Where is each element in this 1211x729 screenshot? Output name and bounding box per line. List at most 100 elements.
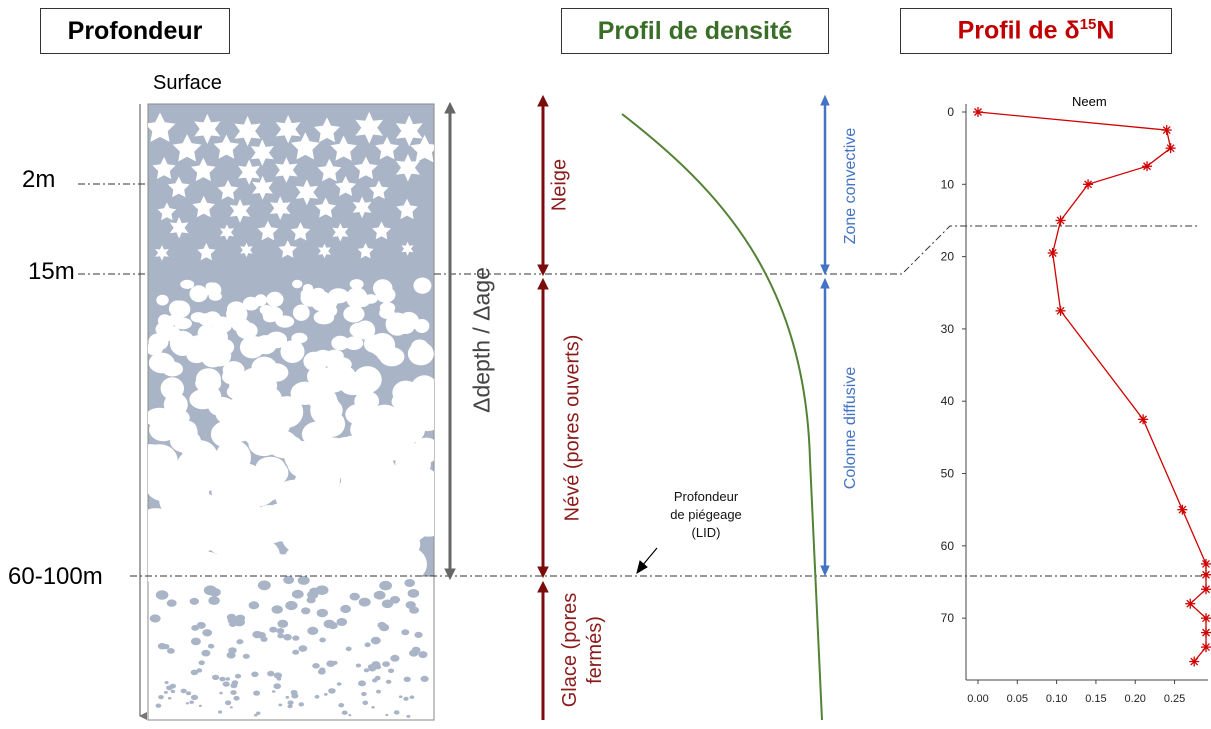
snowflake-icon [217, 179, 239, 200]
air-bubble [277, 619, 289, 628]
lid-annotation: Profondeur de piégeage (LID) [670, 489, 742, 540]
air-bubble [198, 660, 205, 666]
firn-grain [190, 312, 207, 323]
snowflake-icon [295, 179, 318, 206]
air-bubble [348, 714, 352, 717]
series-line-neem [977, 111, 1207, 662]
air-bubble [312, 663, 320, 669]
firn-grain [180, 279, 195, 289]
air-bubble [358, 680, 366, 687]
data-point [1138, 414, 1149, 425]
data-point [1177, 504, 1188, 515]
snowflake-icon [238, 159, 260, 185]
air-bubble [164, 681, 169, 684]
firn-grain [331, 335, 350, 351]
zone-arrows [537, 94, 549, 720]
air-bubble [191, 625, 200, 631]
x-tick-label: 0.10 [1046, 693, 1067, 705]
snowflake-icon [369, 180, 389, 199]
air-bubble [171, 684, 176, 688]
air-bubble [403, 676, 411, 682]
snowflake-icon [354, 156, 378, 179]
air-bubble [297, 575, 310, 585]
snowflake-icon [314, 117, 340, 143]
firn-grain [160, 377, 184, 400]
data-point [1142, 161, 1153, 172]
delta-arrow [444, 101, 456, 581]
air-bubble [256, 711, 261, 715]
firn-grain [224, 554, 265, 587]
air-bubble [167, 696, 172, 700]
firn-grain [206, 282, 222, 298]
firn-grain [350, 417, 376, 442]
data-point [1201, 569, 1211, 580]
y-tick-label: 10 [941, 177, 955, 191]
firn-grain [364, 294, 378, 304]
air-bubble [230, 690, 237, 695]
data-point [1201, 613, 1211, 624]
air-bubble [336, 682, 342, 686]
air-bubble [317, 668, 326, 675]
y-tick-label: 50 [941, 467, 955, 481]
air-bubble [370, 636, 381, 645]
firn-grain [395, 414, 426, 444]
firn-grain [275, 479, 312, 513]
data-point [1201, 558, 1211, 569]
snowflake-icon [278, 240, 297, 258]
firn-grain [211, 316, 233, 334]
air-bubble [373, 590, 386, 600]
density-curve [621, 113, 823, 721]
firn-grain [292, 279, 303, 289]
firn-grain [162, 361, 183, 377]
firn-grain [414, 319, 430, 333]
air-bubble [363, 668, 370, 673]
air-bubble [287, 700, 294, 705]
air-bubble [364, 642, 371, 648]
air-bubble [285, 695, 290, 699]
air-bubble [163, 690, 168, 694]
air-bubble [349, 592, 360, 601]
series-label-neem: Neem [1072, 94, 1107, 109]
air-bubble [257, 632, 266, 639]
air-bubble [222, 681, 230, 687]
snowflake-icon [357, 243, 374, 259]
snowflake-icon [330, 135, 357, 161]
firn-grain [293, 540, 339, 570]
air-bubble [273, 683, 282, 690]
snowflake-icon [315, 197, 337, 218]
air-bubble [190, 637, 201, 646]
depth-label-60-100m: 60-100m [8, 563, 103, 590]
lid-arrow [636, 547, 658, 575]
firn-grain [343, 305, 365, 323]
snowflake-icon [148, 112, 176, 142]
firn-grain [263, 313, 278, 323]
firn-grain [413, 277, 432, 294]
firn-grain [311, 296, 333, 312]
air-bubble [314, 694, 320, 699]
air-bubble [155, 590, 169, 600]
firn-grain [174, 317, 192, 330]
air-bubble [219, 691, 223, 695]
blue-arrows [820, 94, 830, 577]
firn-grain [168, 300, 186, 317]
air-bubble [287, 704, 293, 709]
firn-grain [300, 288, 318, 301]
air-bubble [328, 688, 336, 694]
x-tick-label: 0.20 [1125, 693, 1146, 705]
air-bubble [166, 599, 177, 607]
air-bubble [229, 706, 233, 709]
firn-grain [353, 366, 382, 394]
air-bubble [276, 628, 285, 634]
data-point [1201, 627, 1211, 638]
firn-grain [366, 455, 396, 483]
x-tick-label: 0.25 [1164, 693, 1185, 705]
firn-grain [313, 310, 335, 325]
air-bubble [411, 646, 421, 654]
air-bubble [233, 695, 240, 701]
firn-grain [379, 302, 396, 314]
firn-grain [346, 287, 368, 309]
reference-lines [78, 183, 1205, 577]
air-bubble [236, 639, 244, 645]
air-bubble [292, 635, 300, 641]
firn-grain [214, 338, 235, 356]
